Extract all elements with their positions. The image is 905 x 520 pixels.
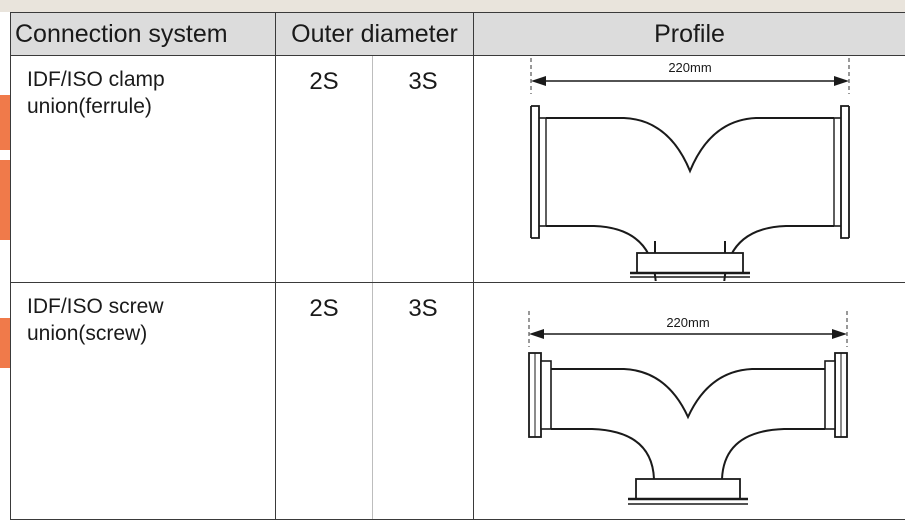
header-row: Connection system Outer diameter Profile [10,12,905,56]
dimension-arrow-right-icon [832,329,847,339]
dimension-arrow-left-icon [529,329,544,339]
connection-name-line2: union(screw) [27,322,148,345]
connection-name-line1: IDF/ISO screw [27,295,164,318]
outer-diameter-3s: 3S [372,282,474,520]
dimension-label: 220mm [668,60,711,75]
bottom-ferrule [635,478,741,500]
top-band [0,0,905,12]
table-row: IDF/ISO screw union(screw) 2S 3S 220mm [10,282,905,520]
dimension-arrow-left-icon [531,76,546,86]
profile-cell: 220mm [473,282,905,520]
outer-diameter-3s: 3S [372,55,474,283]
header-profile: Profile [473,12,905,56]
connection-name-cell: IDF/ISO clamp union(ferrule) [10,55,276,283]
screw-tee-profile-drawing: 220mm [528,311,848,505]
header-connection-system: Connection system [10,12,276,56]
connection-name-cell: IDF/ISO screw union(screw) [10,282,276,520]
profile-cell: 220mm [473,55,905,283]
tee-body-right-curve [721,428,825,480]
bottom-ferrule-drawing [630,241,750,278]
tee-body-top [551,368,825,420]
tee-body-top [546,117,834,174]
accent-stripe [0,160,10,240]
dimension-label: 220mm [666,315,709,330]
spec-table: Connection system Outer diameter Profile… [10,12,905,520]
accent-stripe [0,318,10,368]
clamp-tee-profile-drawing: 220mm [530,58,850,281]
dimension-arrow-right-icon [834,76,849,86]
left-ferrule [531,105,540,239]
connection-name-line2: union(ferrule) [27,95,152,118]
header-outer-diameter: Outer diameter [275,12,474,56]
connection-name-line1: IDF/ISO clamp [27,68,165,91]
accent-stripe [0,95,10,150]
bottom-ferrule [636,252,744,274]
tee-body-left-curve [551,428,655,480]
outer-diameter-2s: 2S [275,55,373,283]
outer-diameter-2s: 2S [275,282,373,520]
table-row: IDF/ISO clamp union(ferrule) 2S 3S 220mm [10,55,905,283]
